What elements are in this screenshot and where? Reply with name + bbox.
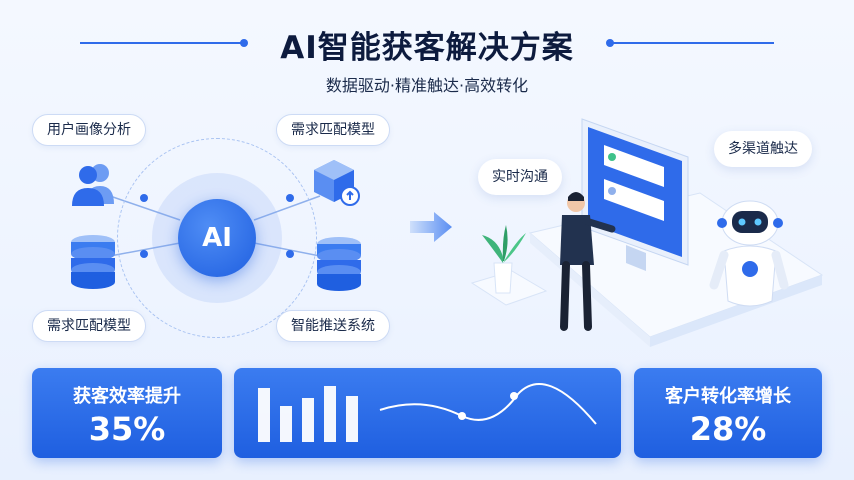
label-demand-match-top: 需求匹配模型 — [276, 114, 390, 146]
stat-value-conversion: 28% — [689, 410, 767, 448]
trend-card — [234, 368, 621, 458]
ai-core-badge: AI — [178, 199, 256, 277]
database-icon — [71, 235, 115, 289]
stat-value-efficiency: 35% — [88, 410, 166, 448]
flow-arrow-icon — [410, 212, 452, 242]
label-user-profile: 用户画像分析 — [32, 114, 146, 146]
stat-label-conversion: 客户转化率增长 — [665, 386, 791, 407]
database-icon — [317, 237, 361, 291]
title-divider-left — [80, 42, 245, 44]
title-divider-right — [612, 42, 774, 44]
page-subtitle: 数据驱动·精准触达·高效转化 — [325, 76, 529, 95]
users-icon — [72, 164, 114, 206]
stat-card-conversion: 客户转化率增长 28% — [634, 368, 822, 458]
illustration-scene: 实时沟通 多渠道触达 — [450, 105, 840, 355]
stat-card-efficiency: 获客效率提升 35% — [32, 368, 222, 458]
chat-bubble-multichannel: 多渠道触达 — [714, 131, 812, 167]
page-title: AI智能获客解决方案 — [280, 30, 574, 66]
title-divider-dot-left — [240, 39, 248, 47]
chat-bubble-realtime: 实时沟通 — [478, 159, 562, 195]
cube-search-icon — [314, 160, 360, 206]
outer-dashed-ring — [117, 138, 317, 338]
label-smart-push: 智能推送系统 — [276, 310, 390, 342]
label-demand-match-bottom: 需求匹配模型 — [32, 310, 146, 342]
title-divider-dot-right — [606, 39, 614, 47]
ai-diagram: AI 用户画像分析 需求匹配模型 需求匹配模型 智能推送系统 — [20, 108, 420, 348]
stat-label-efficiency: 获客效率提升 — [73, 386, 181, 407]
header: AI智能获客解决方案 — [0, 18, 854, 68]
trend-graphic — [258, 383, 597, 442]
scene-illustration — [470, 118, 824, 347]
